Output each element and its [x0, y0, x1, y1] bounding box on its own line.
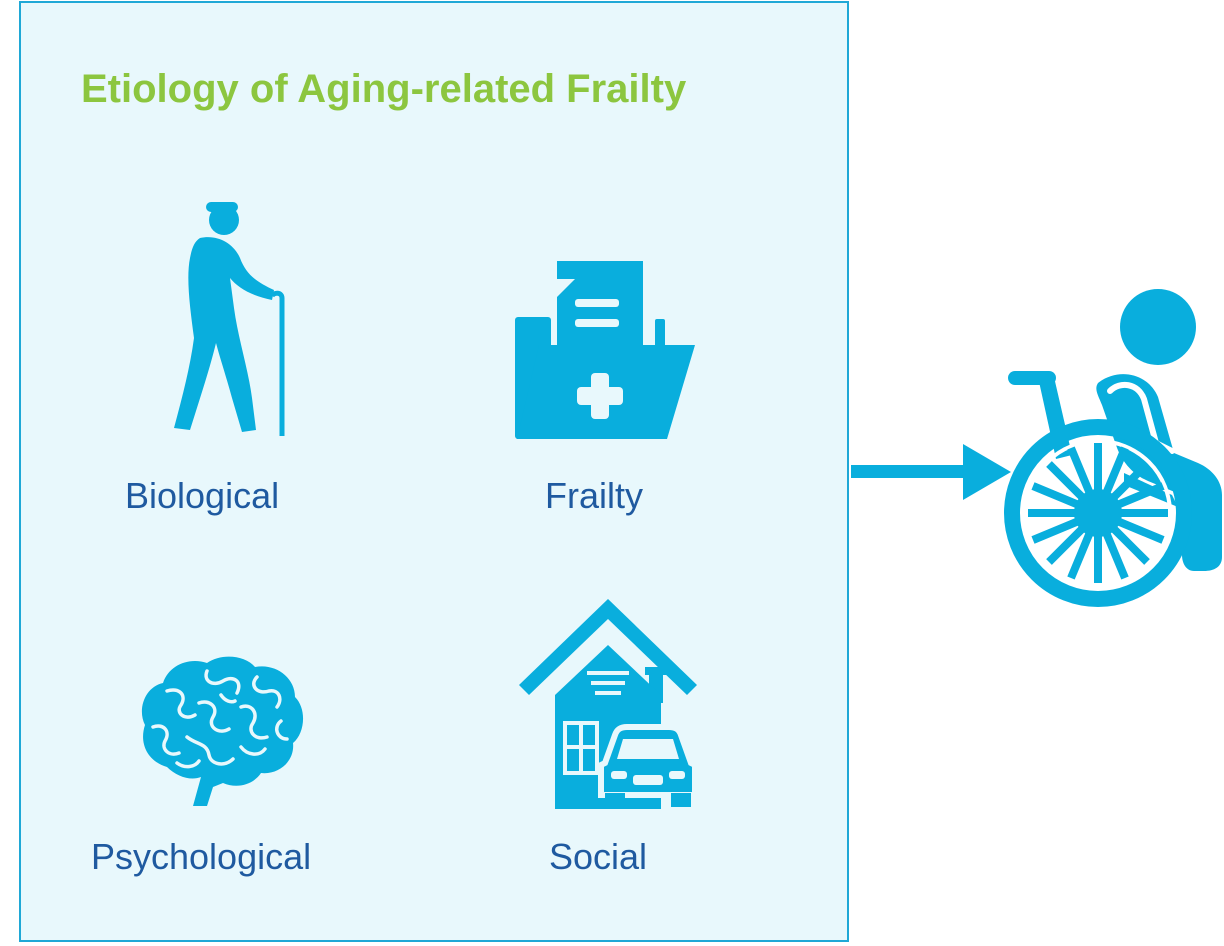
medical-folder-icon — [515, 261, 695, 439]
factor-label-social: Social — [549, 836, 648, 877]
house-and-car-icon — [519, 599, 697, 809]
factor-label-frailty: Frailty — [545, 475, 643, 516]
elderly-person-with-cane-icon — [174, 202, 285, 436]
wheelchair-user-icon — [1004, 289, 1222, 607]
brain-icon — [141, 656, 304, 806]
factor-label-biological: Biological — [125, 475, 280, 516]
diagram-title: Etiology of Aging-related Frailty — [81, 67, 687, 111]
etiology-panel: Etiology of Aging-related Frailty Biolog… — [19, 1, 849, 942]
factor-label-psychological: Psychological — [91, 836, 312, 877]
right-arrow — [851, 444, 1011, 500]
